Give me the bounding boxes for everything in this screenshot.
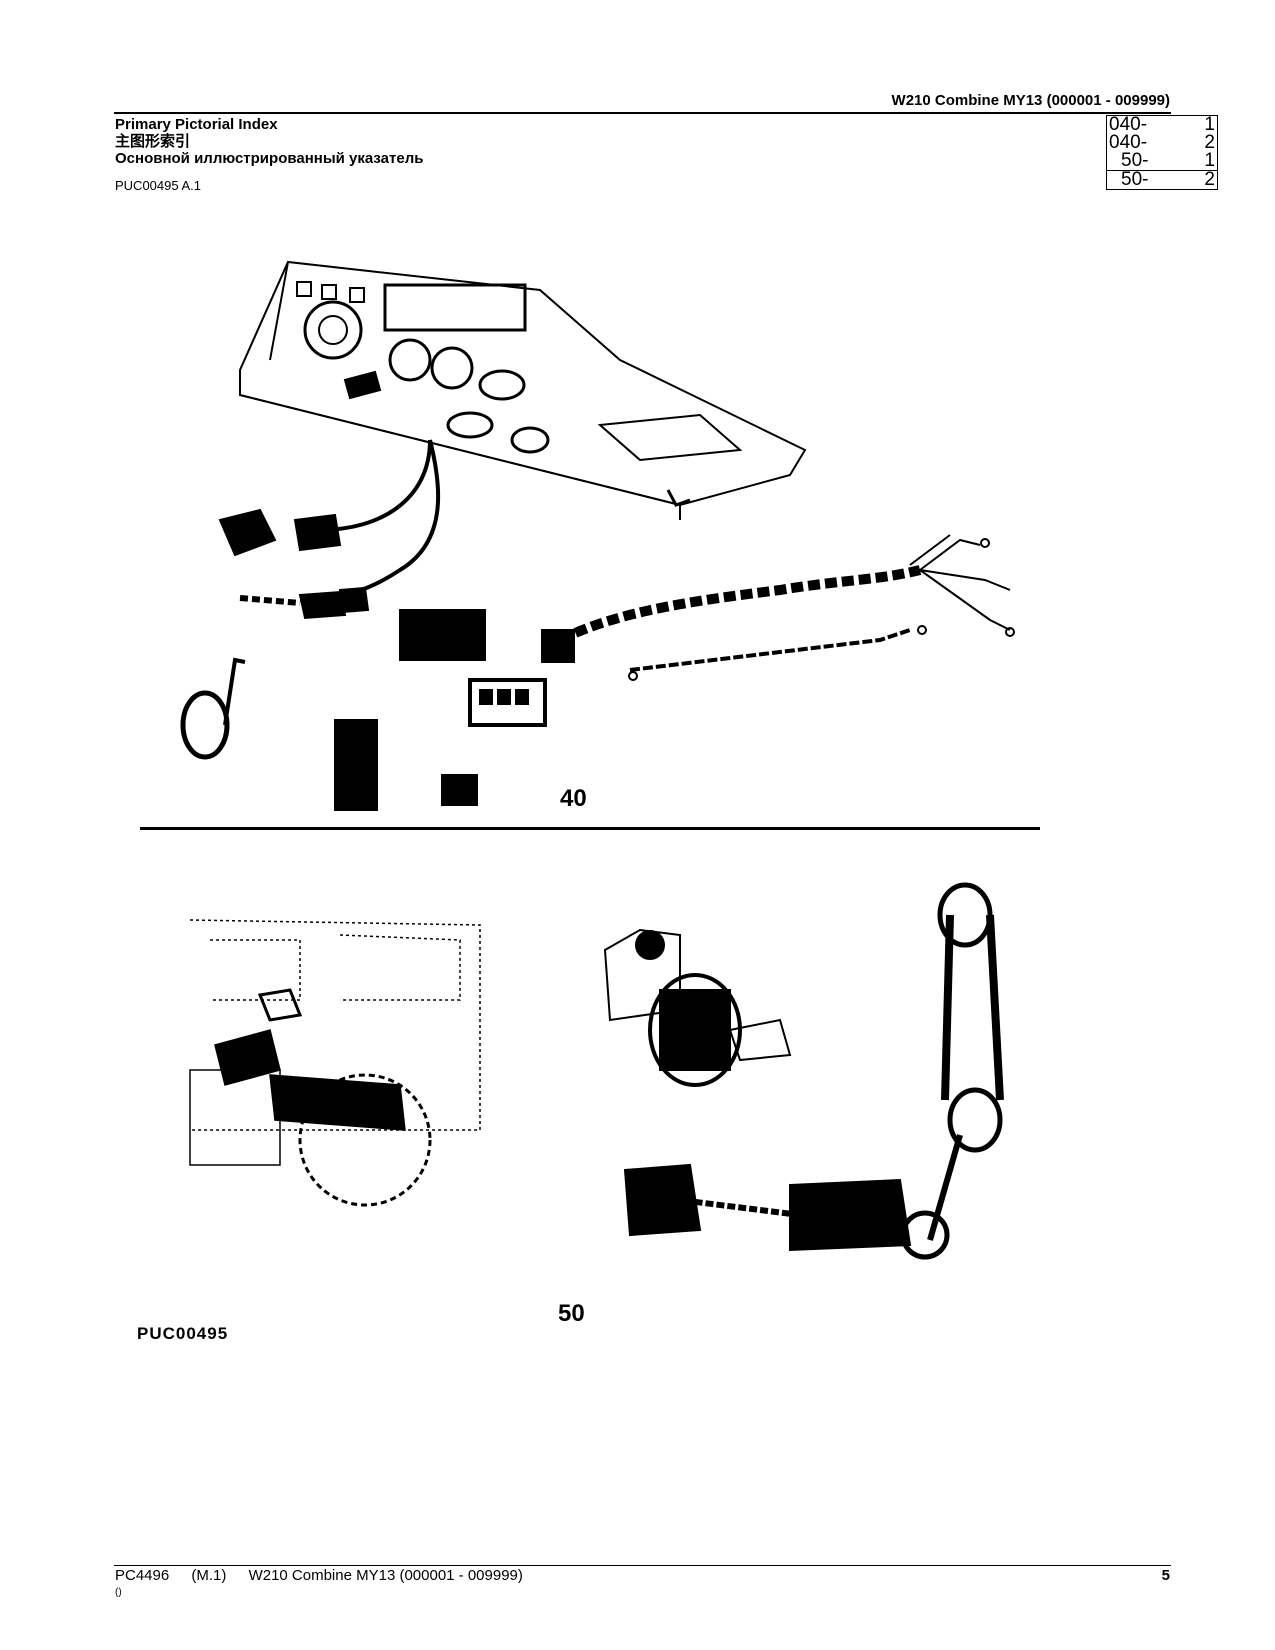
figure-code: PUC00495 A.1: [115, 178, 202, 193]
index-group[interactable]: 50-: [1121, 150, 1149, 171]
header-title: W210 Combine MY13 (000001 - 009999): [891, 92, 1170, 109]
connector-illustration: [218, 508, 370, 620]
index-row[interactable]: 50- 2: [1106, 170, 1218, 190]
index-page[interactable]: 1: [1204, 114, 1215, 135]
right-harness-illustration: [541, 534, 1015, 681]
footer-rev: (M.1): [191, 1567, 227, 1584]
footer-sub: (): [115, 1587, 122, 1598]
index-row[interactable]: 040- 1: [1107, 114, 1218, 135]
illustration-code: PUC00495: [137, 1324, 229, 1343]
header-rule: [114, 112, 1171, 114]
chassis-illustration: [189, 919, 481, 1207]
index-group[interactable]: 040-: [1109, 132, 1148, 153]
dash-panel-illustration: [239, 260, 807, 520]
title-en: Primary Pictorial Index: [115, 116, 278, 133]
horn-illustration: [180, 657, 246, 760]
title-zh: 主图形索引: [115, 133, 191, 150]
footer-title: W210 Combine MY13 (000001 - 009999): [248, 1567, 523, 1584]
group-label-50[interactable]: 50: [558, 1300, 585, 1327]
figure-divider: [140, 827, 1040, 830]
index-table: 040- 1 040- 2 50- 1 50- 2: [1106, 115, 1218, 190]
index-group[interactable]: 50-: [1106, 170, 1190, 190]
index-page[interactable]: 2: [1189, 170, 1218, 190]
footer-rule: [114, 1565, 1171, 1566]
footer-doc: PC4496: [115, 1567, 170, 1584]
group-label-40[interactable]: 40: [560, 785, 587, 812]
title-block: Primary Pictorial Index 主图形索引 Основной и…: [115, 116, 423, 194]
drive-illustration: [603, 882, 1004, 1260]
title-ru: Основной иллюстрированный указатель: [115, 150, 424, 167]
page-number: 5: [1161, 1567, 1170, 1584]
index-row[interactable]: 040- 2: [1107, 132, 1218, 153]
index-page[interactable]: 2: [1204, 132, 1215, 153]
switch-module-illustration: [334, 609, 547, 811]
footer-left: PC4496 (M.1) W210 Combine MY13 (000001 -…: [115, 1567, 541, 1584]
parts-illustration: [180, 260, 1015, 1260]
index-page[interactable]: 1: [1204, 150, 1215, 171]
wiring-harness-illustration: [239, 439, 441, 606]
index-row[interactable]: 50- 1: [1107, 150, 1218, 171]
index-group[interactable]: 040-: [1109, 114, 1148, 135]
